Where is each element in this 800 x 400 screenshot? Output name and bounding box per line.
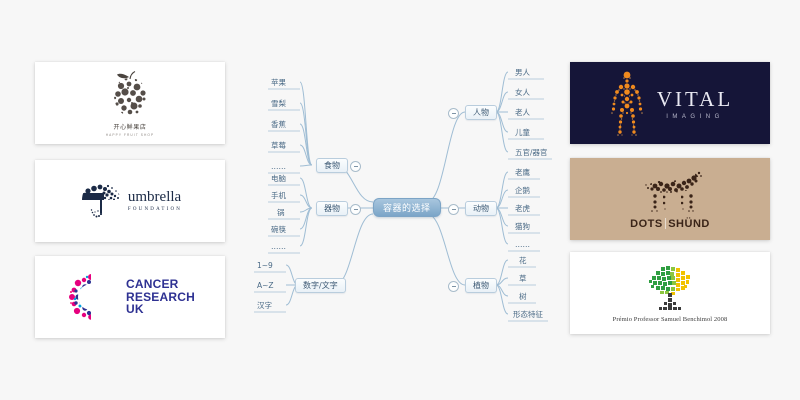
- mindmap-leaf-plants-1[interactable]: 草: [519, 273, 527, 283]
- cruk-card-wordmark: CANCER RESEARCH UK: [126, 276, 195, 317]
- minus-icon-people[interactable]: [448, 108, 459, 119]
- mindmap-branch-objects[interactable]: 器物: [316, 201, 348, 216]
- mindmap-leaf-people-2[interactable]: 老人: [515, 107, 530, 117]
- logo-card-umbrella[interactable]: umbrella FOUNDATION: [35, 160, 225, 242]
- mindmap-leaf-people-0[interactable]: 男人: [515, 67, 530, 77]
- logo-card-dotshund[interactable]: DOTS SHÜND: [570, 158, 770, 240]
- mindmap-leaf-food-4[interactable]: ……: [271, 161, 286, 171]
- mindmap-leaf-animals-0[interactable]: 老鹰: [515, 167, 530, 177]
- dotted-umbrella-logo-icon: [81, 184, 120, 218]
- mindmap-leaf-text-1[interactable]: A~Z: [257, 280, 274, 290]
- mindmap-leaf-animals-2[interactable]: 老虎: [515, 203, 530, 213]
- vital-card-name: VITAL: [656, 86, 734, 111]
- vital-card-subtitle: IMAGING: [666, 113, 724, 120]
- mindmap-diagram: 容器的选择 食物 苹果 雪梨 香蕉 草莓 …… 器物 电脑 手机 锅 碗筷 ………: [240, 50, 560, 350]
- mindmap-leaf-text-0[interactable]: 1~9: [257, 260, 273, 270]
- mindmap-branch-animals[interactable]: 动物: [465, 201, 497, 216]
- apple-card-subtitle: HAPPY FRUIT SHOP: [105, 132, 155, 137]
- minus-icon-animals[interactable]: [448, 204, 459, 215]
- apple-card-name: 开心鲜果店: [113, 123, 147, 131]
- mindmap-branch-people[interactable]: 人物: [465, 105, 497, 120]
- mindmap-leaf-food-2[interactable]: 香蕉: [271, 119, 286, 129]
- minus-icon-objects[interactable]: [350, 204, 361, 215]
- mindmap-leaf-objects-3[interactable]: 碗筷: [271, 224, 286, 234]
- dotted-dachshund-logo-icon: [645, 171, 702, 212]
- pixel-tree-logo-icon: [649, 266, 690, 310]
- mindmap-center-node[interactable]: 容器的选择: [373, 198, 441, 217]
- mindmap-leaf-food-3[interactable]: 草莓: [271, 140, 286, 150]
- mindmap-leaf-plants-0[interactable]: 花: [519, 255, 527, 265]
- mindmap-leaf-people-4[interactable]: 五官/器官: [515, 147, 548, 157]
- umbrella-card-subtitle: FOUNDATION: [127, 207, 183, 212]
- mindmap-leaf-objects-4[interactable]: ……: [271, 241, 286, 251]
- umbrella-card-name: umbrella: [127, 189, 182, 205]
- apple-fruit-mosaic-logo-icon: [113, 70, 146, 114]
- logo-card-benchimol-prize[interactable]: Prémio Professor Samuel Benchimol 2008: [570, 252, 770, 334]
- minus-icon-plants[interactable]: [448, 281, 459, 292]
- mindmap-leaf-animals-3[interactable]: 猫狗: [515, 221, 530, 231]
- mindmap-leaf-animals-1[interactable]: 企鹅: [515, 185, 530, 195]
- dotshund-card-wordmark: DOTS SHÜND: [630, 218, 710, 230]
- dotshund-name-left: DOTS: [630, 217, 663, 230]
- cruk-line-3: UK: [126, 302, 144, 317]
- mindmap-leaf-food-1[interactable]: 雪梨: [271, 98, 286, 108]
- mindmap-branch-plants[interactable]: 植物: [465, 278, 497, 293]
- mindmap-leaf-objects-0[interactable]: 电脑: [271, 173, 286, 183]
- logo-card-cancer-research-uk[interactable]: CANCER RESEARCH UK: [35, 256, 225, 338]
- benchimol-prize-caption: Prémio Professor Samuel Benchimol 2008: [612, 316, 728, 323]
- cruk-line-2: RESEARCH: [126, 289, 195, 304]
- dotted-letter-c-logo-icon: [69, 274, 92, 320]
- mindmap-leaf-plants-3[interactable]: 形态特征: [513, 309, 543, 319]
- mindmap-leaf-objects-2[interactable]: 锅: [277, 207, 285, 217]
- mindmap-branch-food[interactable]: 食物: [316, 158, 348, 173]
- dotshund-divider: [664, 218, 667, 229]
- mindmap-leaf-text-2[interactable]: 汉字: [257, 300, 272, 310]
- logo-card-apple[interactable]: 开心鲜果店 HAPPY FRUIT SHOP: [35, 62, 225, 144]
- mindmap-leaf-animals-4[interactable]: ……: [515, 239, 530, 249]
- mindmap-leaf-people-1[interactable]: 女人: [515, 87, 530, 97]
- minus-icon-food[interactable]: [350, 161, 361, 172]
- dotshund-name-right: SHÜND: [668, 217, 710, 230]
- mindmap-leaf-objects-1[interactable]: 手机: [271, 190, 286, 200]
- mindmap-leaf-food-0[interactable]: 苹果: [271, 77, 286, 87]
- mindmap-leaf-plants-2[interactable]: 树: [519, 291, 527, 301]
- logo-card-vital-imaging[interactable]: VITAL IMAGING: [570, 62, 770, 144]
- dotted-human-body-logo-icon: [611, 71, 643, 136]
- mindmap-branch-text[interactable]: 数字/文字: [295, 278, 346, 293]
- cruk-line-1: CANCER: [126, 276, 179, 291]
- mindmap-leaf-people-3[interactable]: 儿童: [515, 127, 530, 137]
